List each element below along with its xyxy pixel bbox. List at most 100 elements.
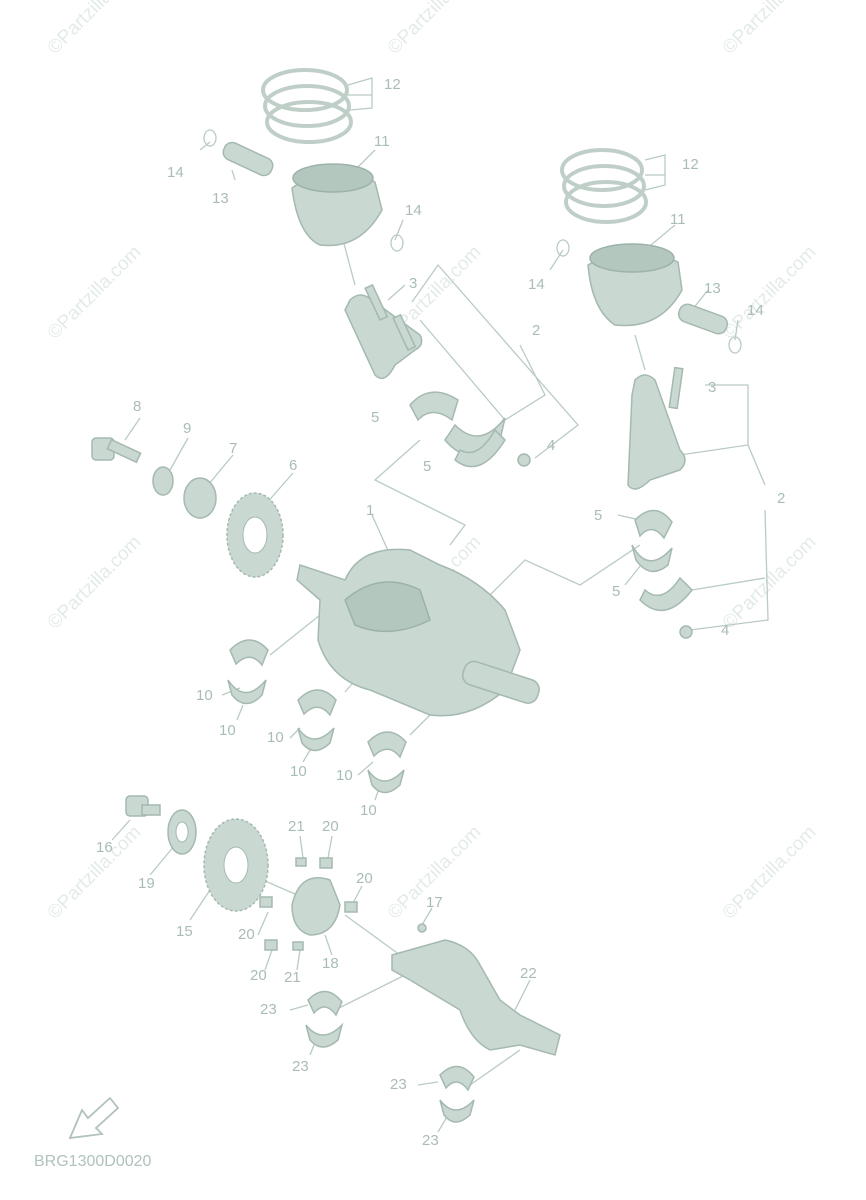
callout-label: 19 [138, 875, 155, 892]
damper [319, 857, 333, 869]
damper [344, 901, 358, 913]
piston-ring [562, 164, 646, 208]
balancer-shaft [391, 939, 561, 1056]
watermark: ©Partzilla.com [719, 822, 821, 924]
callout-label: 2 [777, 490, 785, 507]
crankshaft-assembly [91, 437, 540, 794]
callout-label: 21 [284, 969, 301, 986]
main-bearing [367, 769, 405, 794]
callout-label: 23 [422, 1132, 439, 1149]
callout-label: 13 [704, 280, 721, 297]
callout-label: 16 [96, 839, 113, 856]
watermark: ©Partzilla.com [719, 0, 821, 59]
callout-label: 6 [289, 457, 297, 474]
rod-cap [639, 576, 693, 612]
callout-label: 22 [520, 965, 537, 982]
damper [292, 941, 304, 951]
callout-label: 11 [374, 133, 390, 150]
main-bearing [367, 731, 407, 759]
diagram-code: BRG1300D0020 [34, 1153, 152, 1170]
connecting-rod [627, 374, 686, 490]
circlip [556, 239, 570, 257]
callout-label: 11 [670, 211, 686, 228]
leader-lines [111, 77, 769, 1133]
callout-label: 8 [133, 398, 141, 415]
callout-label: 1 [366, 502, 374, 519]
callout-label: 23 [260, 1001, 277, 1018]
callout-label: 20 [250, 967, 267, 984]
callout-label: 2 [532, 322, 540, 339]
callouts: 1 2 2 3 3 4 4 5 5 5 5 6 7 8 9 10 10 10 1… [96, 76, 785, 1149]
damper [295, 857, 307, 867]
balancer-bearing [439, 1065, 475, 1092]
watermark: ©Partzilla.com [44, 822, 146, 924]
key [417, 923, 427, 933]
callout-label: 14 [528, 276, 545, 293]
circlip [390, 234, 404, 252]
piston-pin [222, 141, 274, 177]
balancer-weight [291, 877, 341, 936]
callout-label: 4 [547, 437, 555, 454]
rod-bearing [631, 544, 673, 573]
rod-nut [517, 453, 531, 467]
circlip [203, 129, 217, 147]
callout-label: 10 [290, 763, 307, 780]
damper [264, 939, 278, 951]
callout-label: 4 [721, 622, 729, 639]
main-bearing [227, 679, 267, 705]
balancer-bearing [439, 1099, 475, 1123]
piston-ring [564, 180, 648, 224]
piston-assembly-2 [556, 148, 742, 639]
callout-label: 20 [322, 818, 339, 835]
rod-bolt [392, 313, 417, 352]
callout-label: 17 [426, 894, 443, 911]
balancer-bearing [307, 990, 343, 1017]
callout-label: 7 [229, 440, 237, 457]
callout-label: 23 [390, 1076, 407, 1093]
piston-ring [261, 68, 349, 112]
connecting-rod [344, 294, 423, 380]
bolt [141, 804, 161, 816]
piston-ring [263, 84, 351, 128]
rod-nut [679, 625, 693, 639]
callout-label: 12 [682, 156, 699, 173]
piston-ring [560, 148, 644, 192]
callout-label: 10 [267, 729, 284, 746]
rod-cap [454, 428, 506, 468]
callout-label: 5 [423, 458, 431, 475]
circlip [728, 336, 742, 354]
watermarks: ©Partzilla.com ©Partzilla.com ©Partzilla… [44, 0, 821, 924]
callout-label: 3 [708, 379, 716, 396]
callout-label: 12 [384, 76, 401, 93]
piston-ring [265, 100, 353, 144]
callout-label: 5 [612, 583, 620, 600]
callout-label: 9 [183, 420, 191, 437]
watermark: ©Partzilla.com [384, 0, 486, 59]
balancer-assembly [125, 795, 561, 1123]
rod-bearing [409, 391, 459, 422]
bolt [106, 438, 142, 464]
callout-label: 20 [238, 926, 255, 943]
callout-label: 10 [360, 802, 377, 819]
watermark: ©Partzilla.com [44, 0, 146, 59]
rod-bolt [668, 366, 684, 410]
callout-label: 10 [219, 722, 236, 739]
callout-label: 23 [292, 1058, 309, 1075]
callout-label: 5 [594, 507, 602, 524]
washer [152, 466, 174, 496]
watermark: ©Partzilla.com [719, 242, 821, 344]
rod-bearing [634, 509, 673, 540]
main-bearing [297, 689, 337, 717]
gear [183, 477, 217, 519]
callout-label: 18 [322, 955, 339, 972]
callout-label: 5 [371, 409, 379, 426]
damper [259, 896, 273, 908]
callout-label: 21 [288, 818, 305, 835]
callout-label: 14 [747, 302, 764, 319]
piston-assembly-1 [203, 68, 531, 468]
callout-label: 10 [196, 687, 213, 704]
watermark: ©Partzilla.com [44, 532, 146, 634]
piston-pin [677, 303, 729, 335]
callout-label: 3 [409, 275, 417, 292]
